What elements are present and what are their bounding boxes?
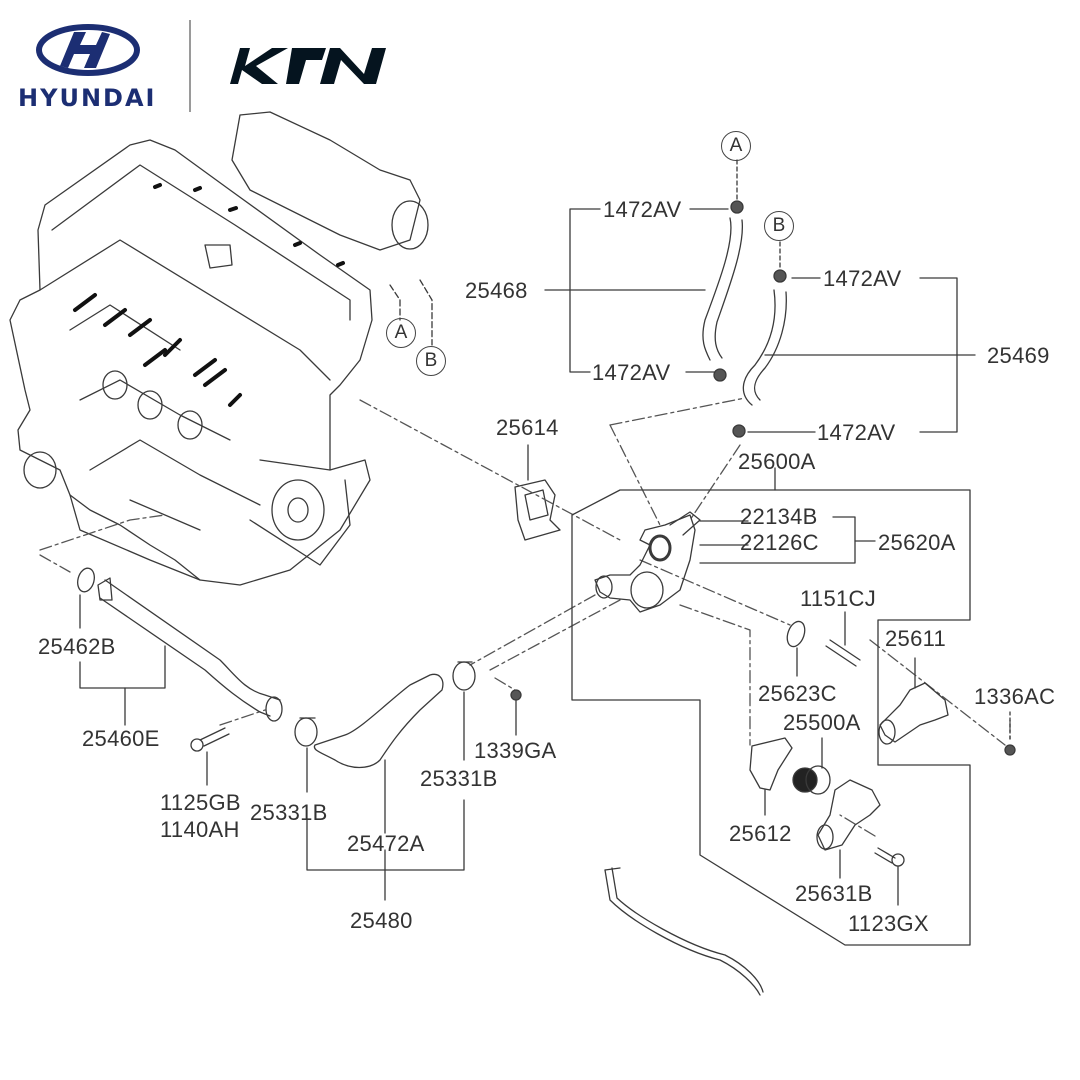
water-pipe [97, 577, 283, 722]
ref-marker-a-engine: A [386, 318, 416, 348]
label-1123gx[interactable]: 1123GX [848, 911, 929, 936]
label-1336ac[interactable]: 1336AC [974, 684, 1056, 709]
label-25611[interactable]: 25611 [885, 626, 947, 651]
engine-assembly [9, 111, 429, 586]
label-22126c[interactable]: 22126C [740, 530, 819, 555]
label-25468[interactable]: 25468 [465, 278, 528, 303]
label-25480[interactable]: 25480 [350, 908, 413, 933]
label-1125gb[interactable]: 1125GB [160, 790, 241, 815]
engine-details [73, 183, 345, 407]
label-1472av-bot[interactable]: 1472AV [817, 420, 896, 445]
label-25612[interactable]: 25612 [729, 821, 792, 846]
logo-divider [189, 20, 191, 112]
ref-marker-b-engine: B [416, 346, 446, 376]
label-1472av-top-a[interactable]: 1472AV [603, 197, 682, 222]
hyundai-emblem-icon [36, 24, 140, 76]
label-25460e[interactable]: 25460E [82, 726, 160, 751]
label-1339ga[interactable]: 1339GA [474, 738, 557, 763]
label-1472av-top-b[interactable]: 1472AV [823, 266, 902, 291]
label-22134b[interactable]: 22134B [740, 504, 818, 529]
label-25620a[interactable]: 25620A [878, 530, 956, 555]
label-25623c[interactable]: 25623C [758, 681, 837, 706]
hyundai-wordmark: HYUNDAI [18, 84, 157, 112]
label-25331b-left[interactable]: 25331B [250, 800, 328, 825]
label-1140ah[interactable]: 1140AH [160, 817, 240, 842]
kia-wordmark-icon [230, 48, 386, 84]
label-1472av-mid[interactable]: 1472AV [592, 360, 671, 385]
label-25614[interactable]: 25614 [496, 415, 559, 440]
ref-marker-a-top: A [721, 131, 751, 161]
label-25469[interactable]: 25469 [987, 343, 1050, 368]
water-housing [594, 511, 701, 613]
label-1151cj[interactable]: 1151CJ [800, 586, 876, 611]
label-25331b-right[interactable]: 25331B [420, 766, 498, 791]
label-25472a[interactable]: 25472A [347, 831, 425, 856]
label-25462b[interactable]: 25462B [38, 634, 116, 659]
label-25631b[interactable]: 25631B [795, 881, 873, 906]
ref-marker-b-top: B [764, 211, 794, 241]
label-25500a[interactable]: 25500A [783, 710, 861, 735]
label-25600a[interactable]: 25600A [738, 449, 816, 474]
